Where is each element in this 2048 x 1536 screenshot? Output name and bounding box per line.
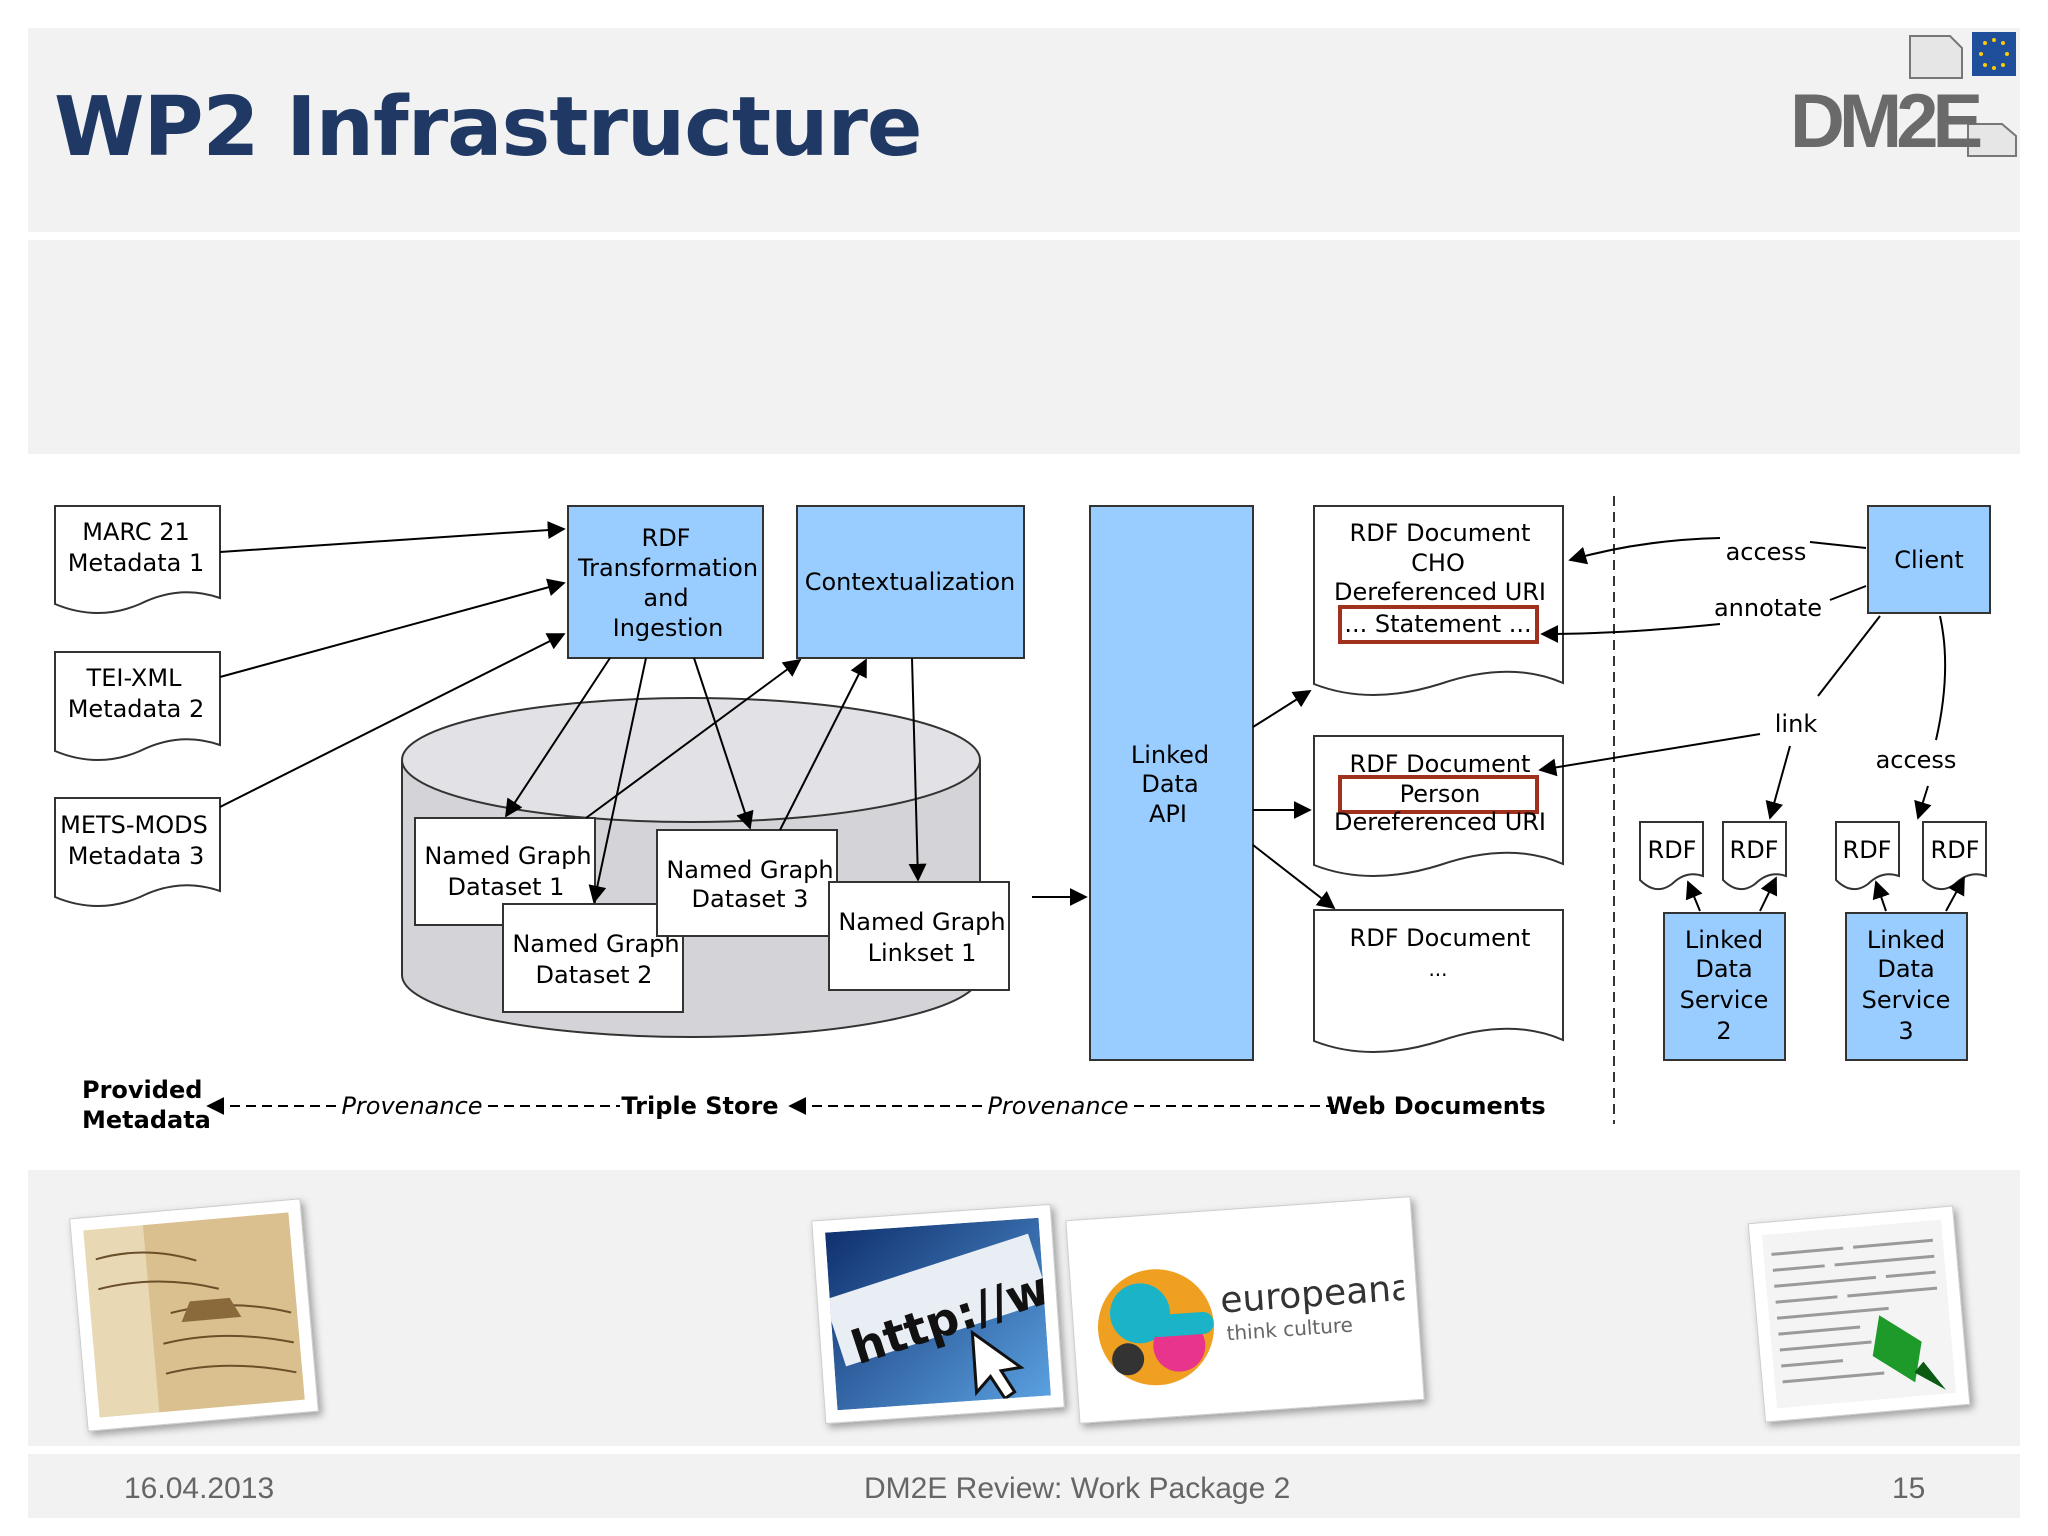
rdf-document-cho: RDF Document CHO Dereferenced URI ... St… (1313, 505, 1564, 696)
svg-text:RDF: RDF (1843, 836, 1892, 864)
manuscript-image (83, 1212, 305, 1418)
svg-text:Linked: Linked (1867, 926, 1945, 954)
europeana-logo-photo: europeana think culture (1065, 1196, 1425, 1424)
svg-text:3: 3 (1898, 1017, 1913, 1045)
source-1-line2: Metadata 1 (68, 549, 205, 577)
provenance-label-2: Provenance (987, 1092, 1128, 1120)
statement-text: ... Statement ... (1344, 610, 1531, 638)
svg-text:...: ... (1428, 957, 1447, 981)
person-highlight (1338, 775, 1539, 814)
svg-text:RDF: RDF (1931, 836, 1980, 864)
named-graph-dataset-3: Named Graph Dataset 3 (656, 829, 838, 937)
rdf-small-4: RDF (1922, 821, 1987, 891)
rdf-small-1: RDF (1639, 821, 1704, 891)
europeana-image: europeana think culture (1079, 1210, 1414, 1410)
svg-text:Ingestion: Ingestion (613, 614, 724, 642)
source-3-line2: Metadata 3 (68, 842, 205, 870)
svg-text:2: 2 (1716, 1017, 1731, 1045)
label-annotate: annotate (1714, 594, 1822, 622)
provenance-label-1: Provenance (341, 1092, 482, 1120)
slide-title: WP2 Infrastructure (54, 80, 923, 175)
svg-text:Contextualization: Contextualization (805, 568, 1016, 596)
triple-store-label: Triple Store (621, 1092, 778, 1120)
svg-text:Service: Service (1680, 986, 1769, 1014)
svg-text:Linked: Linked (1685, 926, 1763, 954)
source-doc-mets: METS-MODS Metadata 3 (54, 797, 221, 907)
header-band (28, 28, 2020, 232)
svg-text:RDF: RDF (642, 524, 691, 552)
source-2-line2: Metadata 2 (68, 695, 205, 723)
footer-page-number: 15 (1892, 1472, 1926, 1505)
svg-text:Named Graph: Named Graph (666, 856, 833, 884)
svg-text:Data: Data (1877, 955, 1934, 983)
footer-band (28, 1454, 2020, 1518)
http-url-photo: http://www (811, 1203, 1136, 1425)
logo-graphic (1909, 32, 2017, 157)
svg-text:Dataset 2: Dataset 2 (536, 961, 653, 989)
named-graph-linkset-1: Named Graph Linkset 1 (828, 881, 1010, 991)
source-doc-marc: MARC 21 Metadata 1 (54, 505, 221, 614)
svg-text:CHO: CHO (1411, 549, 1465, 577)
rdf-document-generic: RDF Document ... (1313, 909, 1564, 1053)
word-cloud-photo (1747, 1205, 1971, 1423)
manuscript-photo (69, 1198, 319, 1432)
provided-metadata-line2: Metadata (82, 1106, 211, 1134)
svg-text:Data: Data (1141, 770, 1198, 798)
contextualization-box: Contextualization (796, 505, 1025, 659)
footer-title: DM2E Review: Work Package 2 (864, 1472, 1291, 1505)
statement-highlight (1338, 605, 1539, 644)
content-band (28, 240, 2020, 454)
connector-arrows (206, 521, 1965, 1115)
svg-text:RDF: RDF (1648, 836, 1697, 864)
svg-text:Dereferenced URI: Dereferenced URI (1334, 578, 1546, 606)
dm2e-logo (1780, 28, 2020, 158)
label-link: link (1775, 710, 1818, 738)
svg-text:Linkset 1: Linkset 1 (868, 939, 977, 967)
linked-data-service-3: Linked Data Service 3 (1845, 912, 1968, 1061)
svg-text:Named Graph: Named Graph (838, 908, 1005, 936)
source-1-line1: MARC 21 (82, 518, 190, 546)
label-access-1: access (1726, 538, 1807, 566)
linked-data-service-2: Linked Data Service 2 (1663, 912, 1786, 1061)
rdf-small-2: RDF (1722, 821, 1787, 891)
source-3-line1: METS-MODS (60, 811, 208, 839)
person-text: Person (1400, 780, 1481, 808)
linked-data-api-box: Linked Data API (1089, 505, 1254, 1061)
svg-text:Dereferenced URI: Dereferenced URI (1334, 808, 1546, 836)
svg-text:Dataset 1: Dataset 1 (448, 873, 565, 901)
svg-text:and: and (643, 584, 688, 612)
rdf-small-3: RDF (1835, 821, 1900, 891)
http-image: http://www (824, 1217, 1136, 1411)
svg-text:RDF Document: RDF Document (1350, 519, 1531, 547)
svg-text:Dataset 3: Dataset 3 (692, 885, 809, 913)
source-2-line1: TEI-XML (86, 664, 183, 692)
logo-wordmark: DM2E (1790, 79, 1983, 164)
provided-metadata-line1: Provided (82, 1076, 202, 1104)
footer-date: 16.04.2013 (124, 1472, 275, 1505)
svg-text:RDF: RDF (1730, 836, 1779, 864)
svg-text:Transformation: Transformation (577, 554, 758, 582)
svg-text:Named Graph: Named Graph (424, 842, 591, 870)
client-box: Client (1867, 505, 1991, 614)
rdf-transformation-box: RDF Transformation and Ingestion (567, 505, 764, 659)
named-graph-dataset-2: Named Graph Dataset 2 (502, 903, 684, 1013)
rdf-document-person: RDF Document Person Dereferenced URI (1313, 735, 1564, 877)
svg-text:Linked: Linked (1131, 741, 1209, 769)
source-doc-tei: TEI-XML Metadata 2 (54, 651, 221, 761)
svg-text:RDF Document: RDF Document (1350, 750, 1531, 778)
svg-text:API: API (1149, 800, 1187, 828)
svg-text:Service: Service (1862, 986, 1951, 1014)
svg-text:Client: Client (1894, 546, 1963, 574)
word-cloud-image (1761, 1219, 1957, 1409)
svg-text:RDF Document: RDF Document (1350, 924, 1531, 952)
svg-text:Named Graph: Named Graph (512, 930, 679, 958)
svg-text:Data: Data (1695, 955, 1752, 983)
web-documents-label: Web Documents (1326, 1092, 1545, 1120)
label-access-2: access (1876, 746, 1957, 774)
